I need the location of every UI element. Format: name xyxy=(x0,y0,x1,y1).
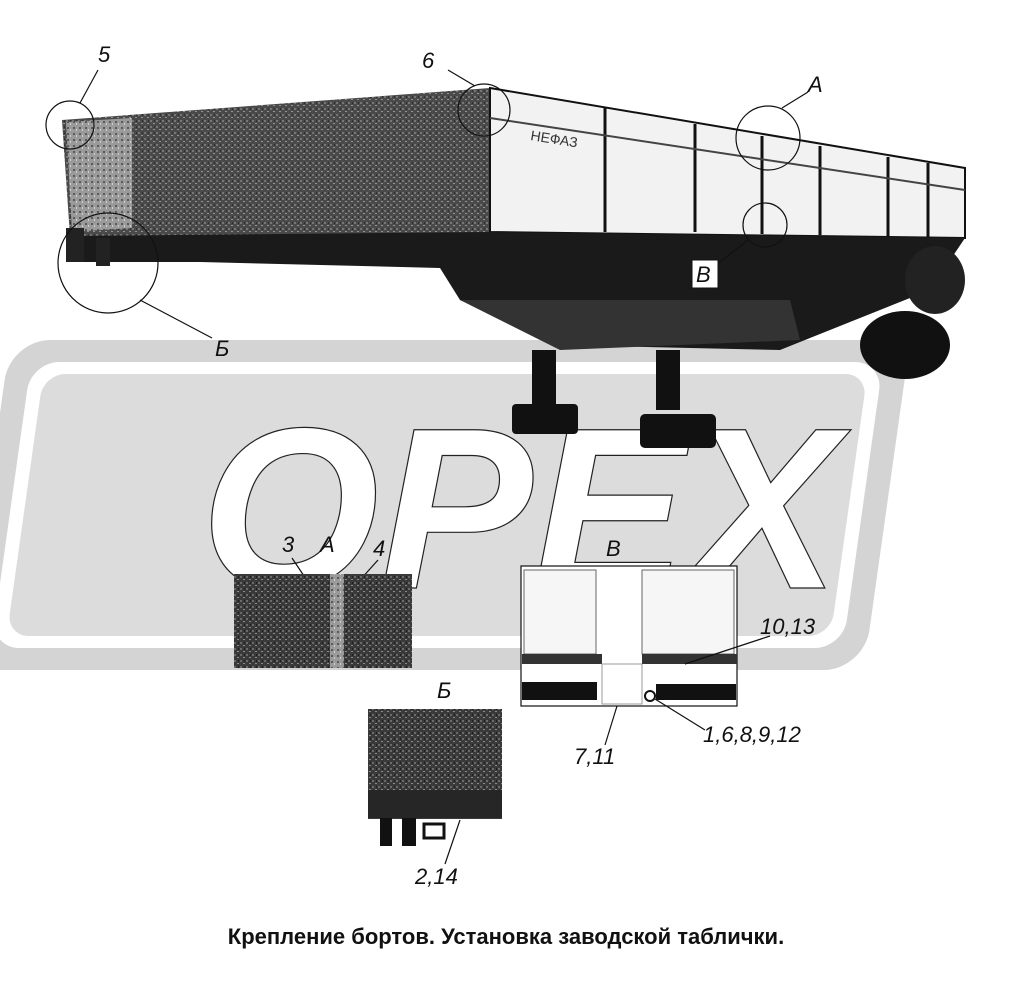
callout-circle-5 xyxy=(45,100,95,150)
chassis-frame xyxy=(70,232,965,350)
detail-V-bolt xyxy=(644,690,656,702)
detail-V-part-7-11: 7,11 xyxy=(574,744,615,769)
detail-V-part-1-6-8-9-12: 1,6,8,9,12 xyxy=(703,722,801,747)
detail-A-image xyxy=(234,574,412,668)
front-wall-light-panel xyxy=(66,118,132,232)
rear-wheel-2 xyxy=(905,246,965,314)
label-B: Б xyxy=(215,336,229,361)
detail-A-title: А xyxy=(318,532,335,557)
detail-B-part-2-14: 2,14 xyxy=(414,864,458,889)
side-board-posts xyxy=(603,108,930,237)
detail-A-post xyxy=(330,574,344,668)
detail-A: А 3 4 xyxy=(234,532,412,668)
detail-V-part-10-13: 10,13 xyxy=(760,614,816,639)
detail-V-leader-1-6 xyxy=(654,698,706,731)
leader-V xyxy=(719,239,749,263)
callout-circle-V xyxy=(742,202,788,248)
leader-5 xyxy=(79,69,99,104)
callouts xyxy=(45,69,809,339)
callout-circle-6 xyxy=(457,83,511,137)
detail-B-bracket-2 xyxy=(402,818,416,846)
leader-B xyxy=(139,299,213,339)
detail-B-lower xyxy=(368,790,502,818)
detail-V-board-right xyxy=(641,569,735,655)
detail-V: В 10,13 1,6,8,9,12 7,11 xyxy=(520,536,816,769)
front-bracket-right xyxy=(96,238,110,266)
chassis-beam xyxy=(460,300,800,350)
rear-wheel-1 xyxy=(860,311,950,379)
detail-B: Б 2,14 xyxy=(368,678,502,889)
detail-B-bracket xyxy=(380,818,392,846)
front-wall xyxy=(62,88,490,238)
detail-V-leader-10-13 xyxy=(684,635,771,665)
detail-V-strip-left xyxy=(522,654,602,664)
landing-leg-foot-2 xyxy=(640,414,716,448)
label-V-box xyxy=(691,259,719,289)
figure-caption: Крепление бортов. Установка заводской та… xyxy=(227,924,785,949)
landing-leg-foot-1 xyxy=(512,404,578,434)
leader-A xyxy=(781,91,809,109)
detail-B-hook xyxy=(422,822,446,840)
detail-B-leader xyxy=(444,819,461,865)
detail-V-bar-left xyxy=(522,682,597,700)
leader-6 xyxy=(447,69,476,87)
detail-V-bar-right xyxy=(656,684,736,700)
front-bracket-left xyxy=(66,228,84,262)
detail-V-title: В xyxy=(606,536,621,561)
landing-leg-2 xyxy=(656,350,680,410)
label-6: 6 xyxy=(422,48,435,73)
landing-leg-1 xyxy=(532,350,556,410)
detail-V-board-left xyxy=(523,569,597,655)
side-board xyxy=(489,86,966,240)
label-V: В xyxy=(696,262,711,287)
brand-text: НЕФАЗ xyxy=(530,127,579,150)
callout-circle-B xyxy=(57,212,159,314)
detail-B-title: Б xyxy=(437,678,451,703)
detail-A-leader-3 xyxy=(291,557,305,577)
label-A: А xyxy=(806,72,823,97)
detail-A-part-4: 4 xyxy=(373,536,385,561)
detail-A-part-3: 3 xyxy=(282,532,295,557)
label-5: 5 xyxy=(98,42,111,67)
side-board-rail xyxy=(489,117,966,191)
detail-V-leader-7-11 xyxy=(604,705,618,746)
detail-V-strip-right xyxy=(642,654,737,664)
callout-circle-A xyxy=(735,105,801,171)
detail-V-plate xyxy=(601,663,643,705)
trailer-illustration: НЕФАЗ xyxy=(62,86,966,448)
